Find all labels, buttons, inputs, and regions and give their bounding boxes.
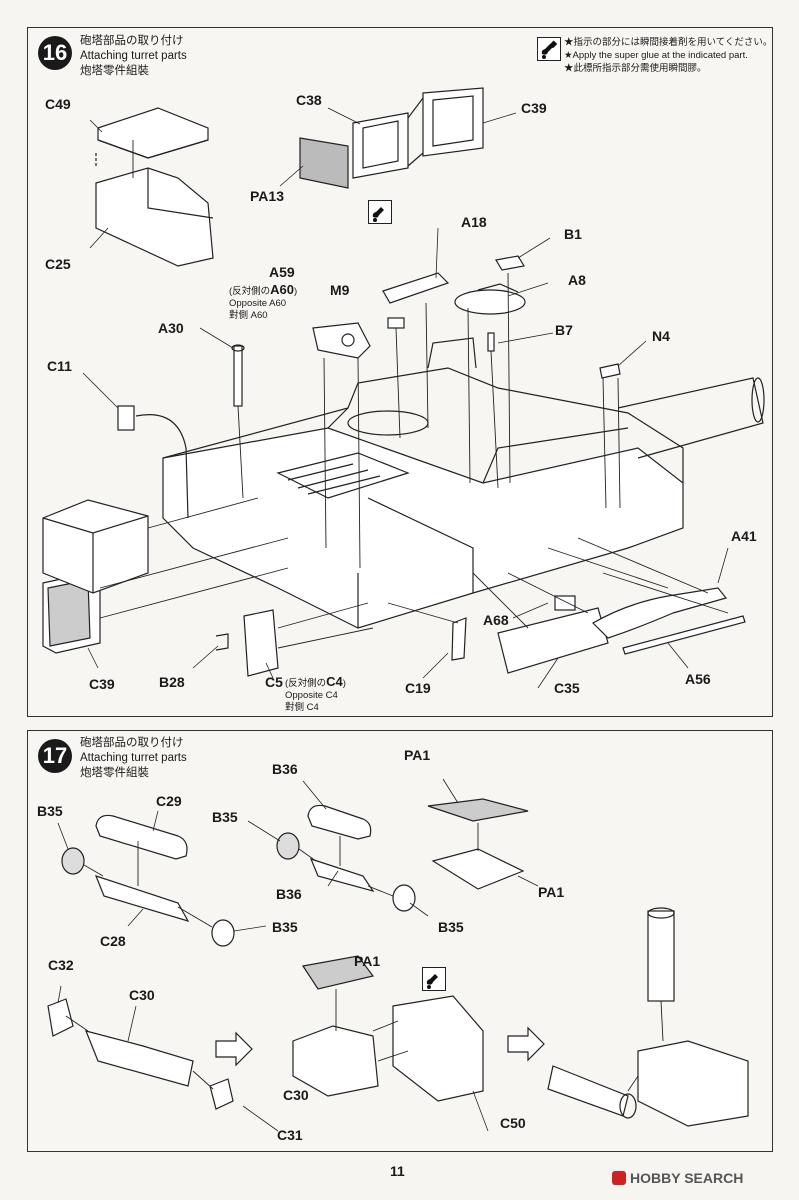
part-label-b36-b: B36 bbox=[276, 886, 302, 902]
step-number-badge: 16 bbox=[38, 36, 72, 70]
page-number: 11 bbox=[390, 1163, 405, 1179]
subassembly-drawing bbox=[47, 778, 749, 1132]
part-label-c39-top: C39 bbox=[521, 100, 547, 116]
part-label-a8: A8 bbox=[568, 272, 586, 288]
a60-note-close: ) bbox=[294, 286, 298, 297]
glue-note: ★指示の部分には瞬間接着剤を用いてください。 ★Apply the super … bbox=[564, 36, 772, 75]
part-label-b35-a: B35 bbox=[37, 803, 63, 819]
a60-note-en: Opposite A60 bbox=[229, 298, 287, 309]
part-label-b36-a: B36 bbox=[272, 761, 298, 777]
part-label-b35-c: B35 bbox=[212, 809, 238, 825]
c4-part-number: C4 bbox=[326, 674, 343, 689]
step-title-ja: 砲塔部品の取り付け bbox=[80, 35, 184, 47]
part-label-c38: C38 bbox=[296, 92, 322, 108]
glue-note-ja: ★指示の部分には瞬間接着剤を用いてください。 bbox=[564, 37, 773, 48]
part-label-c29: C29 bbox=[156, 793, 182, 809]
part-label-c25: C25 bbox=[45, 256, 71, 272]
part-label-c31: C31 bbox=[277, 1127, 303, 1143]
part-label-pa1-a: PA1 bbox=[404, 747, 431, 763]
a60-part-number: A60 bbox=[270, 282, 295, 297]
part-label-c32: C32 bbox=[48, 957, 74, 973]
step-title-zh: 炮塔零件組裝 bbox=[80, 767, 149, 779]
super-glue-icon bbox=[537, 37, 561, 61]
part-label-pa1-b: PA1 bbox=[538, 884, 565, 900]
hobby-search-logo-icon bbox=[612, 1171, 626, 1185]
c4-note-ja: (反対側の bbox=[285, 678, 327, 689]
a60-note-ja: (反対側の bbox=[229, 286, 271, 297]
arrow-right-icon bbox=[507, 1026, 545, 1062]
part-label-a59: A59 bbox=[269, 264, 295, 280]
part-label-c35: C35 bbox=[554, 680, 580, 696]
part-label-pa13: PA13 bbox=[250, 188, 284, 204]
part-label-c30-b: C30 bbox=[283, 1087, 309, 1103]
part-label-c50: C50 bbox=[500, 1115, 526, 1131]
part-label-c39-bottom: C39 bbox=[89, 676, 115, 692]
step-16-titles: 砲塔部品の取り付け Attaching turret parts 炮塔零件組裝 bbox=[80, 34, 187, 79]
a60-note-zh: 對側 A60 bbox=[229, 310, 268, 321]
part-label-n4: N4 bbox=[652, 328, 670, 344]
a60-note: (反対側のA60) Opposite A60 對側 A60 bbox=[229, 282, 298, 322]
part-label-c11: C11 bbox=[47, 358, 72, 374]
part-label-c28: C28 bbox=[100, 933, 126, 949]
part-label-pa1-c: PA1 bbox=[354, 953, 381, 969]
c4-note-zh: 對側 C4 bbox=[285, 702, 319, 713]
glue-note-zh: ★此標所指示部分需使用瞬間膠。 bbox=[564, 63, 707, 74]
watermark-text: HOBBY SEARCH bbox=[630, 1170, 744, 1186]
step-title-ja: 砲塔部品の取り付け bbox=[80, 737, 184, 749]
watermark: HOBBY SEARCH bbox=[612, 1170, 743, 1186]
step-16-panel: 16 砲塔部品の取り付け Attaching turret parts 炮塔零件… bbox=[27, 27, 773, 717]
c4-note: (反対側のC4) Opposite C4 對側 C4 bbox=[285, 674, 346, 714]
part-label-b35-d: B35 bbox=[438, 919, 464, 935]
super-glue-icon bbox=[422, 967, 446, 991]
part-label-a30: A30 bbox=[158, 320, 184, 336]
step-17-titles: 砲塔部品の取り付け Attaching turret parts 炮塔零件組裝 bbox=[80, 736, 187, 781]
step-title-zh: 炮塔零件組裝 bbox=[80, 65, 149, 77]
part-label-a56: A56 bbox=[685, 671, 711, 687]
step-title-en: Attaching turret parts bbox=[80, 50, 187, 62]
part-label-b28: B28 bbox=[159, 674, 185, 690]
glue-note-en: ★Apply the super glue at the indicated p… bbox=[564, 50, 748, 61]
step-title-en: Attaching turret parts bbox=[80, 752, 187, 764]
part-label-b7: B7 bbox=[555, 322, 573, 338]
part-label-b35-b: B35 bbox=[272, 919, 298, 935]
part-label-a41: A41 bbox=[731, 528, 757, 544]
part-label-m9: M9 bbox=[330, 282, 350, 298]
arrow-right-icon bbox=[215, 1031, 253, 1067]
c4-note-en: Opposite C4 bbox=[285, 690, 338, 701]
part-label-c5: C5 bbox=[265, 674, 283, 690]
c4-note-close: ) bbox=[342, 678, 346, 689]
part-label-c30-a: C30 bbox=[129, 987, 155, 1003]
part-label-c19: C19 bbox=[405, 680, 431, 696]
turret-assembly-drawing bbox=[42, 87, 765, 689]
step-number-badge: 17 bbox=[38, 739, 72, 773]
part-label-a68: A68 bbox=[483, 612, 509, 628]
part-label-c49: C49 bbox=[45, 96, 71, 112]
part-label-a18: A18 bbox=[461, 214, 487, 230]
part-label-b1: B1 bbox=[564, 226, 582, 242]
super-glue-icon bbox=[368, 200, 392, 224]
step-17-panel: 17 砲塔部品の取り付け Attaching turret parts 炮塔零件… bbox=[27, 730, 773, 1152]
